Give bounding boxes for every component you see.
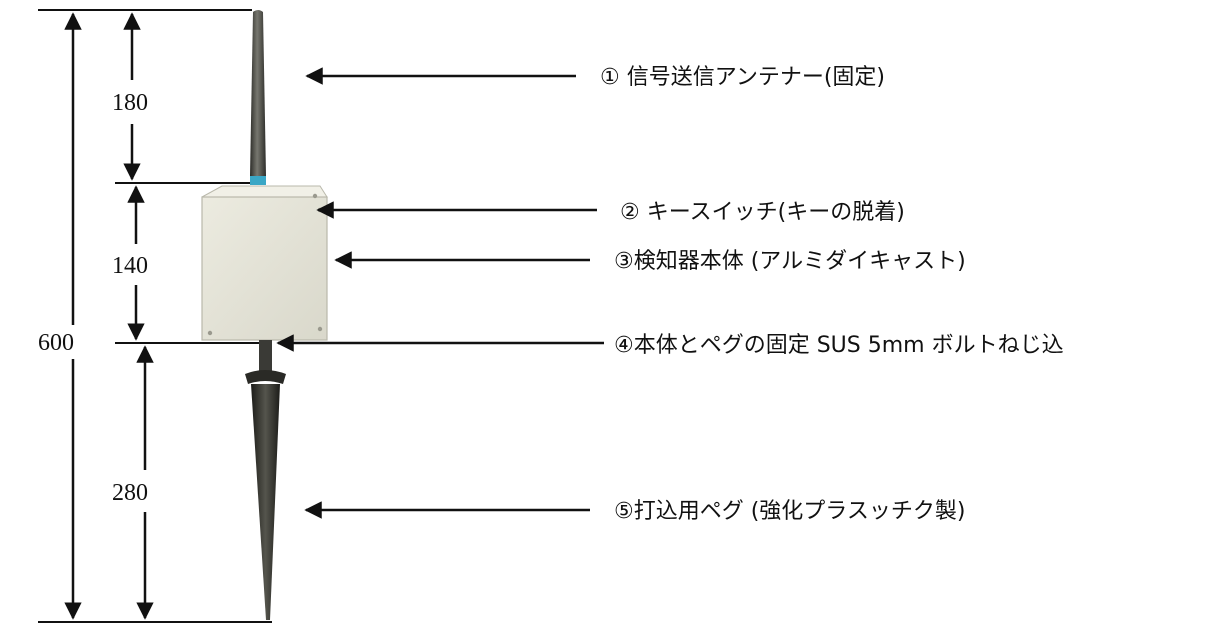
total-height-label: 600 (38, 330, 74, 356)
box-screw-tl (312, 193, 318, 199)
box-height-label: 140 (112, 253, 148, 279)
box-screw-br (317, 326, 323, 332)
label-bolt: ④本体とペグの固定 SUS 5mm ボルトねじ込 (614, 333, 1064, 358)
label-body: ③検知器本体 (アルミダイキャスト) (614, 249, 966, 274)
mounting-bolt (259, 340, 272, 374)
device-illustration (201, 10, 328, 620)
detector-box (201, 196, 328, 341)
antenna-ring (250, 176, 266, 185)
peg (251, 384, 280, 620)
antenna (250, 10, 266, 176)
peg-head (245, 370, 286, 384)
label-keyswitch: ② キースイッチ(キーの脱着) (620, 200, 905, 225)
label-peg: ⑤打込用ペグ (強化プラスッチク製) (614, 499, 965, 524)
peg-height-label: 280 (112, 480, 148, 506)
box-top-face (201, 185, 328, 198)
box-screw-bl (207, 330, 213, 336)
antenna-height-label: 180 (112, 90, 148, 116)
label-antenna: ① 信号送信アンテナー(固定) (600, 65, 885, 90)
total-height-label-bg (33, 325, 109, 359)
